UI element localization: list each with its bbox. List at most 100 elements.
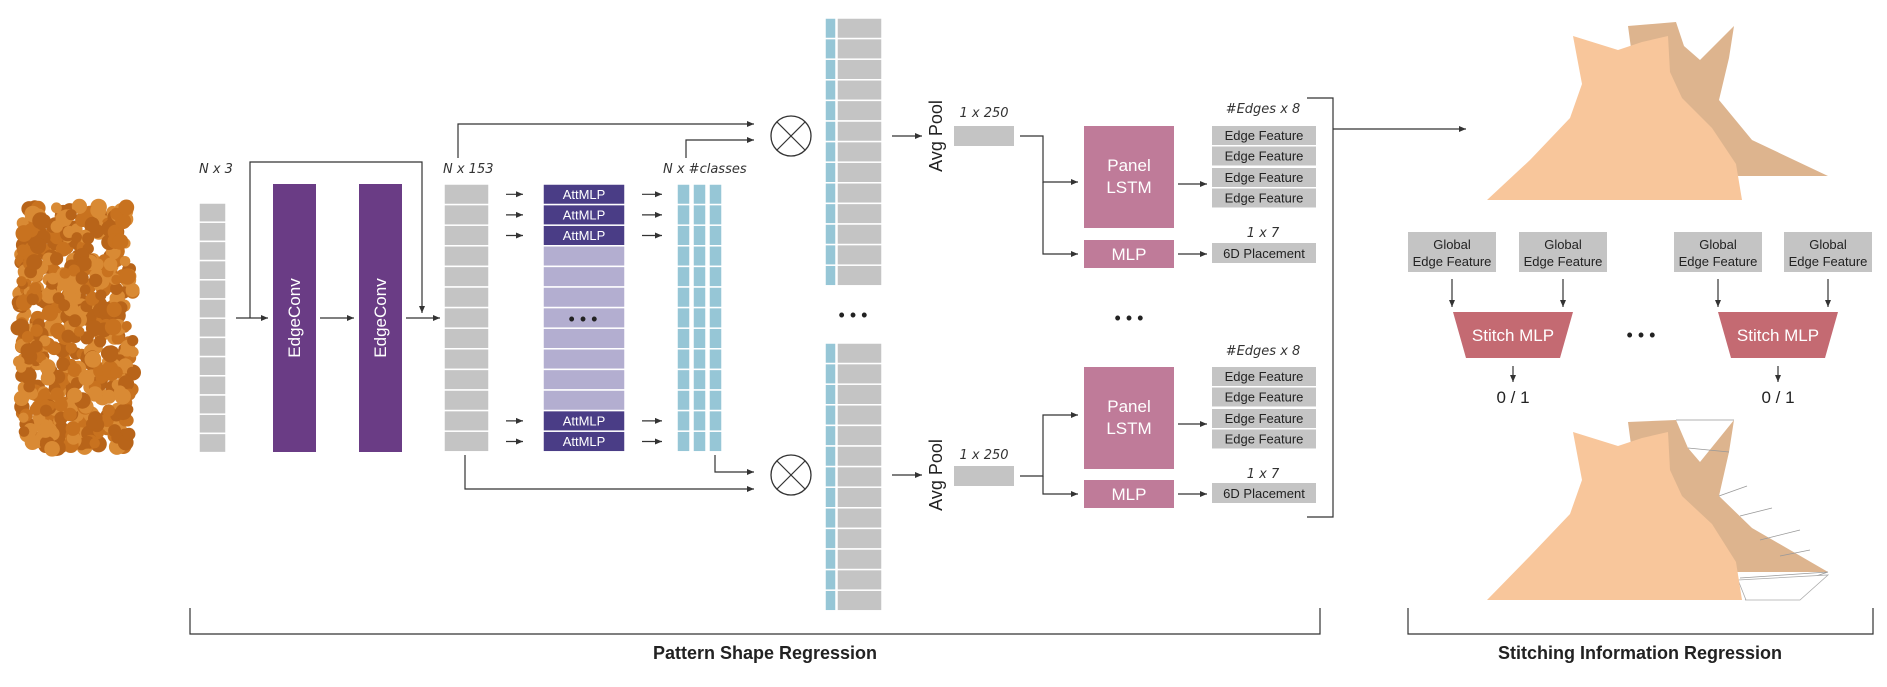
feature-cell — [443, 430, 490, 453]
point-dot — [126, 366, 138, 378]
attmlp-label: AttMLP — [563, 434, 606, 449]
edge-feature-box — [1212, 429, 1316, 449]
point-feature-column — [443, 183, 490, 453]
edges-dim-label-bottom: #Edges x 8 — [1226, 344, 1301, 359]
point-dot — [50, 387, 64, 402]
pool-dim-label-top: 1 x 250 — [959, 106, 1008, 121]
point-dot — [71, 232, 83, 243]
point-dot — [40, 404, 52, 417]
point-dot — [29, 282, 42, 295]
edge-feature-label: Edge Feature — [1225, 369, 1304, 384]
stack-cyan-cell — [824, 342, 837, 365]
point-dot — [30, 324, 43, 337]
placement-label-bottom: 6D Placement — [1223, 486, 1305, 501]
placement-box-bottom — [1212, 483, 1316, 503]
arrow-to-lstm-top — [1020, 135, 1078, 185]
stack-grey-cell — [836, 182, 883, 205]
global-edge-feature-box — [1784, 232, 1872, 272]
point-cloud-image — [10, 198, 141, 457]
input-cell — [198, 202, 227, 223]
class-cell — [708, 409, 723, 432]
feature-cell — [443, 348, 490, 371]
point-dot — [23, 380, 35, 393]
edgeconv-label-1: EdgeConv — [285, 278, 304, 358]
class-cell — [676, 327, 691, 350]
point-dot — [51, 202, 62, 214]
stack-grey-cell — [836, 486, 883, 509]
point-dot — [75, 271, 89, 285]
stack-grey-cell — [836, 140, 883, 163]
point-dot — [56, 357, 71, 372]
input-cell — [198, 394, 227, 415]
edges-dim-label-top: #Edges x 8 — [1226, 102, 1301, 117]
stitch-mlp-block — [1718, 312, 1838, 358]
class-cell — [708, 368, 723, 391]
stitch-mlp-label: Stitch MLP — [1737, 326, 1819, 345]
stack-grey-cell — [836, 424, 883, 447]
point-dot — [65, 421, 81, 436]
point-dot — [86, 418, 98, 430]
attmlp-dots: • • • — [569, 309, 598, 329]
attmlp-row — [542, 265, 626, 288]
feature-cell — [443, 245, 490, 268]
global-edge-feature-box — [1519, 232, 1607, 272]
class-cell — [708, 430, 723, 453]
point-dot — [54, 398, 68, 412]
class-cell — [708, 265, 723, 288]
class-cell — [708, 306, 723, 329]
point-dot — [106, 301, 122, 318]
stack-grey-cell — [836, 383, 883, 406]
point-dot — [103, 257, 118, 272]
stack-cyan-cell — [824, 548, 837, 571]
attmlp-row — [542, 327, 626, 350]
attmlp-row — [542, 368, 626, 391]
class-cell — [692, 203, 707, 226]
multiply-circle-icon — [770, 454, 812, 496]
attmlp-label: AttMLP — [563, 414, 606, 429]
point-dot — [65, 342, 78, 354]
global-edge-feature-label: Global — [1544, 237, 1582, 252]
stack-grey-cell — [836, 465, 883, 488]
classes-dim-label: N x #classes — [663, 162, 747, 177]
class-cell — [676, 348, 691, 371]
class-cell — [708, 348, 723, 371]
global-edge-feature-label: Edge Feature — [1789, 254, 1868, 269]
point-dot — [68, 264, 80, 277]
stack-cyan-cell — [824, 140, 837, 163]
stack-grey-cell — [836, 264, 883, 287]
edge-feature-label: Edge Feature — [1225, 432, 1304, 447]
point-dot — [47, 272, 59, 285]
arrow-to-mlp-bottom — [1042, 476, 1078, 497]
point-dot — [110, 366, 123, 379]
stitch-mlp-label: Stitch MLP — [1472, 326, 1554, 345]
class-cell — [692, 286, 707, 309]
stack-cyan-cell — [824, 161, 837, 184]
stack-cyan-cell — [824, 243, 837, 266]
stack-grey-cell — [836, 548, 883, 571]
point-dot — [37, 422, 54, 438]
garment-image — [1487, 419, 1830, 601]
point-dot — [76, 256, 92, 272]
edge-feature-box — [1212, 146, 1316, 166]
input-feature-column — [198, 202, 227, 454]
input-cell — [198, 279, 227, 300]
feature-cell — [443, 306, 490, 329]
panel-lstm-block-bottom — [1084, 367, 1174, 469]
stack-cyan-cell — [824, 58, 837, 81]
stack-cyan-cell — [824, 507, 837, 530]
input-cell — [198, 432, 227, 454]
class-cell — [676, 286, 691, 309]
class-cell — [708, 327, 723, 350]
point-dot — [79, 284, 91, 296]
point-dot — [32, 212, 50, 230]
point-dot — [39, 359, 56, 375]
point-dot — [44, 441, 60, 457]
point-dot — [102, 404, 115, 417]
stack-cyan-cell — [824, 362, 837, 385]
stack-grey-cell — [836, 445, 883, 468]
panel-dots: • • • — [839, 305, 868, 325]
input-cell — [198, 221, 227, 243]
attmlp-block — [542, 430, 626, 453]
attmlp-label: AttMLP — [563, 228, 606, 243]
